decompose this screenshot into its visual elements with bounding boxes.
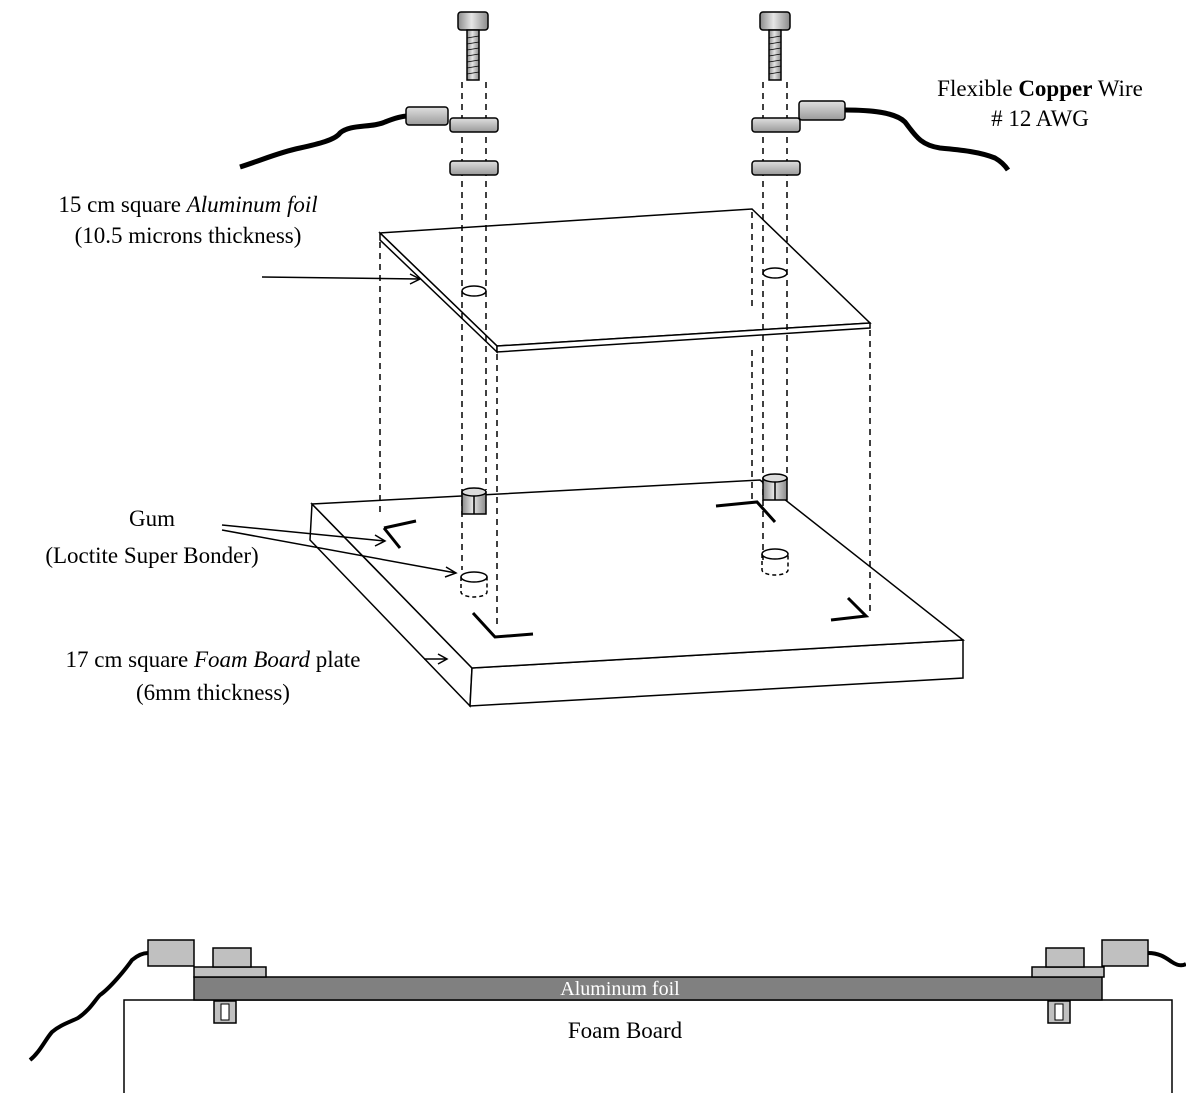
copper-wire-gauge-label: # 12 AWG [991, 106, 1089, 131]
pointer-arrows [221, 273, 458, 665]
washers [449, 117, 801, 176]
foam-board-thickness-label: (6mm thickness) [136, 680, 290, 705]
section-foam-board-label: Foam Board [568, 1018, 683, 1043]
foam-socket-left [460, 571, 488, 598]
section-foam-board [123, 999, 1173, 1093]
gum-label: Gum [129, 506, 175, 531]
section-view: Foam Board Aluminum foil [28, 939, 1186, 1093]
foam-socket-right [761, 548, 789, 576]
aluminum-foil-thickness-label: (10.5 microns thickness) [75, 223, 302, 248]
aluminum-pointer-arrow [261, 276, 421, 280]
gum-pointer-arrow-2 [221, 529, 457, 574]
foam-board-label: 17 cm square Foam Board plate [66, 647, 361, 672]
aluminum-foil-label: 15 cm square Aluminum foil [58, 192, 317, 217]
foil-hole-left [461, 285, 487, 297]
gum-corner-marks [382, 500, 870, 639]
standoff-right [762, 473, 788, 501]
section-aluminum-foil [193, 976, 1103, 1001]
copper-wire-left [239, 106, 449, 170]
aluminum-foil-sheet [378, 208, 872, 354]
section-aluminum-foil-label: Aluminum foil [560, 978, 680, 1000]
gum-product-label: (Loctite Super Bonder) [45, 543, 258, 568]
copper-wire-right [798, 100, 1011, 172]
gum-pointer-arrow-1 [221, 524, 386, 542]
foam-board-plate [309, 479, 966, 708]
bolt-left [457, 11, 489, 81]
copper-wire-label: Flexible Copper Wire [937, 76, 1143, 101]
bolt-right [759, 11, 791, 81]
foil-hole-right [762, 267, 788, 279]
standoff-left [461, 487, 487, 515]
